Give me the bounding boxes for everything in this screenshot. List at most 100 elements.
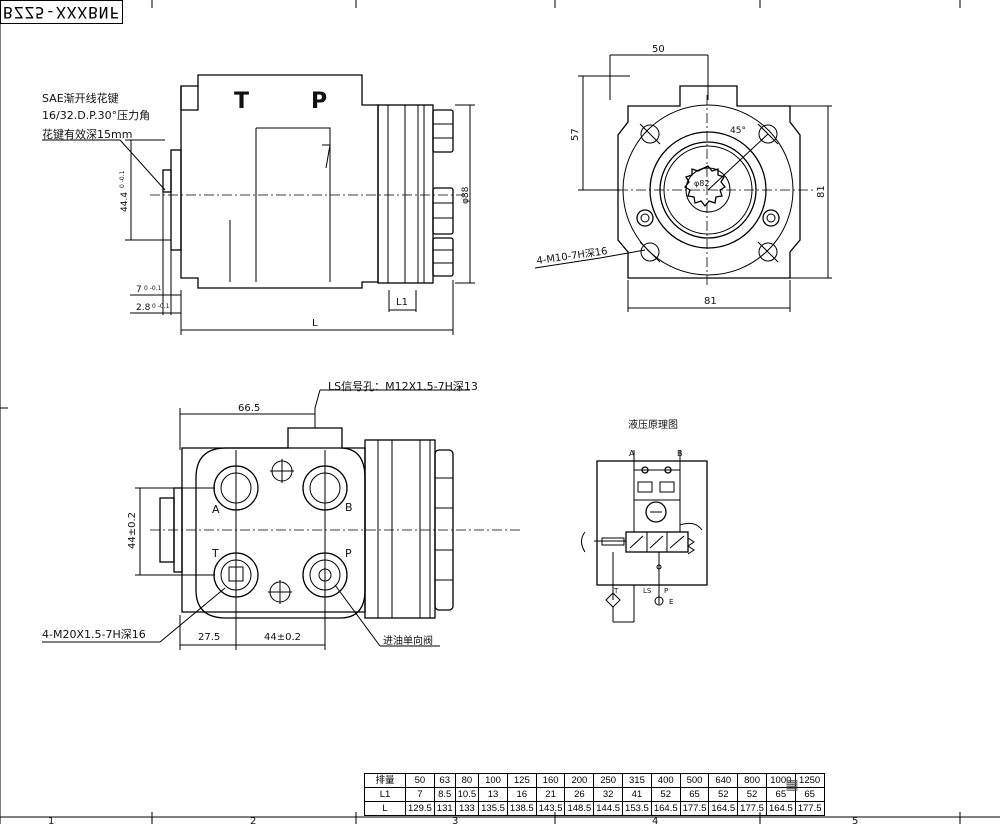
table-icon[interactable]: ▦ — [785, 777, 799, 793]
table-cell: 144.5 — [593, 801, 624, 816]
port-p-label: P — [311, 89, 327, 114]
table-cell: 640 — [708, 773, 739, 788]
table-cell: 80 — [454, 773, 480, 788]
table-cell: 133 — [454, 801, 480, 816]
front-flange-labels: 50 57 81 81 45° φ82 4-M10-7H深16 — [536, 44, 827, 307]
table-cell: 153.5 — [622, 801, 652, 816]
table-cell: 160 — [535, 773, 566, 788]
port-t2-label: T — [211, 547, 219, 560]
hyd-port-b: B — [677, 449, 683, 458]
table-cell: 10.5 — [454, 787, 480, 802]
table-cell: 26 — [564, 787, 595, 802]
table-cell: 164.5 — [708, 801, 739, 816]
table-cell: 65 — [679, 787, 710, 802]
ls-port-callout: LS信号孔：M12X1.5-7H深13 — [328, 380, 478, 393]
dim-phi88: φ88 — [461, 186, 471, 204]
table-cell: 164.5 — [765, 801, 796, 816]
drawing-code-box: BZZ5-XXXBNF — [0, 0, 123, 24]
port-t-label: T — [234, 89, 249, 114]
table-cell: 7 — [405, 787, 435, 802]
sae-spline-line1: SAE渐开线花键 — [42, 91, 119, 105]
table-cell: 16 — [506, 787, 537, 802]
dim-50: 50 — [652, 44, 665, 55]
dim-66-5: 66.5 — [238, 403, 260, 414]
table-cell: 100 — [478, 773, 508, 788]
side-view — [42, 74, 475, 335]
drawing-code: BZZ5-XXXBNF — [3, 3, 120, 22]
side-view-labels: T P SAE渐开线花键 16/32.D.P.30°压力角 花键有效深15mm … — [42, 89, 471, 329]
table-cell: 21 — [535, 787, 566, 802]
dim-7: 7 — [136, 285, 142, 295]
hyd-port-ls: LS — [643, 587, 652, 595]
dim-27-5: 27.5 — [198, 632, 220, 643]
hyd-port-t: T — [613, 587, 619, 595]
table-cell: 148.5 — [564, 801, 595, 816]
hyd-port-p: P — [664, 587, 668, 595]
dim-2-8: 2.8 — [136, 303, 151, 313]
table-cell: 125 — [506, 773, 537, 788]
dim-44-vertical: 44±0.2 — [127, 512, 138, 549]
sae-spline-line3: 花键有效深15mm — [42, 127, 132, 141]
table-cell: 50 — [405, 773, 435, 788]
hydraulic-schematic: A B T LS P E 液压原理图 — [581, 418, 708, 623]
table-cell: 177.5 — [737, 801, 767, 816]
check-valve-callout: 进油单向阀 — [383, 634, 433, 647]
thread-m20-callout: 4-M20X1.5-7H深16 — [42, 628, 146, 641]
table-cell: 13 — [478, 787, 508, 802]
dim-44-horizontal: 44±0.2 — [264, 632, 301, 643]
dim-81-horizontal: 81 — [704, 296, 717, 307]
dim-l1: L1 — [396, 297, 408, 308]
border-numbers: 1 2 3 4 5 — [48, 816, 858, 827]
front-flange-view — [534, 54, 832, 312]
dim-7-tol: 0 -0.1 — [144, 285, 162, 292]
border-number-4: 4 — [652, 816, 658, 824]
table-cell: 800 — [737, 773, 767, 788]
port-p2-label: P — [345, 547, 352, 560]
table-cell: 129.5 — [405, 801, 435, 816]
hyd-port-a: A — [629, 449, 635, 458]
table-cell: 500 — [679, 773, 710, 788]
thread-m10-callout: 4-M10-7H深16 — [536, 245, 609, 267]
port-view-labels: A B T P LS信号孔：M12X1.5-7H深13 66.5 44±0.2 … — [42, 380, 478, 647]
table-cell: 164.5 — [650, 801, 681, 816]
dim-2-8-tol: 0 -0.1 — [152, 303, 170, 310]
table-cell: 32 — [593, 787, 624, 802]
table-cell: 177.5 — [679, 801, 710, 816]
table-header-displacement: 排量 — [364, 773, 406, 788]
dim-phi82: φ82 — [694, 179, 709, 188]
port-a-label: A — [212, 503, 220, 516]
table-cell: 138.5 — [506, 801, 537, 816]
table-row-displacement: 排量 50 63 80 100 125 160 200 250 315 400 … — [364, 773, 825, 788]
table-cell: 8.5 — [433, 787, 456, 802]
dim-44-4: 44.4 — [120, 192, 130, 212]
table-cell: 143.5 — [535, 801, 566, 816]
hyd-port-e: E — [669, 598, 673, 606]
port-view — [42, 389, 520, 650]
table-header-l: L — [364, 801, 406, 816]
table-cell: 177.5 — [794, 801, 825, 816]
table-cell: 200 — [564, 773, 595, 788]
spec-table: 排量 50 63 80 100 125 160 200 250 315 400 … — [364, 773, 825, 816]
border-number-2: 2 — [250, 816, 256, 824]
dim-44-4-tol: 0 -0.1 — [119, 170, 126, 188]
table-cell: 131 — [433, 801, 456, 816]
border-number-3: 3 — [452, 816, 458, 824]
table-cell: 52 — [708, 787, 739, 802]
table-cell: 135.5 — [478, 801, 508, 816]
table-cell: 400 — [650, 773, 681, 788]
dim-l: L — [312, 318, 318, 329]
sae-spline-line2: 16/32.D.P.30°压力角 — [42, 109, 150, 122]
border-number-1: 1 — [48, 816, 54, 824]
table-row-l: L 129.5 131 133 135.5 138.5 143.5 148.5 … — [364, 801, 825, 816]
dim-81-vertical: 81 — [816, 185, 827, 198]
table-cell: 315 — [622, 773, 652, 788]
dim-45-deg: 45° — [730, 126, 746, 136]
dim-57: 57 — [570, 128, 581, 141]
table-cell: 52 — [737, 787, 767, 802]
hydraulic-title: 液压原理图 — [628, 418, 678, 431]
table-cell: 52 — [650, 787, 681, 802]
port-b-label: B — [345, 501, 353, 514]
table-cell: 250 — [593, 773, 624, 788]
